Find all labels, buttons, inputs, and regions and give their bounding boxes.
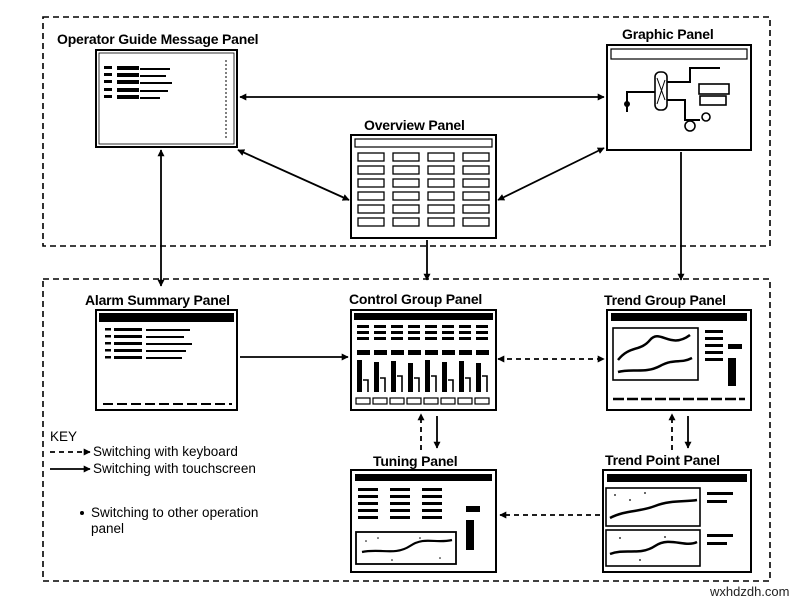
key-other-label-2: panel (91, 521, 125, 536)
key-keyboard-label: Switching with keyboard (93, 444, 238, 459)
tuning-label: Tuning Panel (373, 453, 458, 469)
overview-label: Overview Panel (364, 117, 465, 133)
trend-group-screen (606, 309, 752, 411)
trend-group-label: Trend Group Panel (604, 292, 726, 308)
lower-group-box (42, 278, 771, 582)
trend-point-label: Trend Point Panel (605, 452, 720, 468)
graphic-screen (606, 44, 752, 151)
alarm-summary-screen (95, 309, 238, 411)
arrow-overview-graphic (497, 147, 605, 201)
control-group-screen (350, 309, 497, 411)
connection-arrows (50, 93, 692, 519)
overview-screen (350, 134, 497, 239)
watermark: wxhdzdh.com (710, 584, 790, 599)
trend-point-screen (602, 469, 752, 573)
operator-guide-screen (95, 49, 238, 148)
key-bullet (80, 511, 84, 515)
key-touchscreen-label: Switching with touchscreen (93, 461, 256, 476)
tuning-screen (350, 469, 497, 573)
key-title: KEY (50, 429, 78, 444)
key-other-label-1: Switching to other operation (91, 505, 259, 520)
arrow-operator-overview (237, 149, 350, 201)
graphic-label: Graphic Panel (622, 26, 714, 42)
operator-guide-label: Operator Guide Message Panel (57, 31, 259, 47)
upper-group-box (42, 16, 771, 247)
control-group-label: Control Group Panel (349, 291, 483, 307)
alarm-summary-label: Alarm Summary Panel (85, 292, 230, 308)
